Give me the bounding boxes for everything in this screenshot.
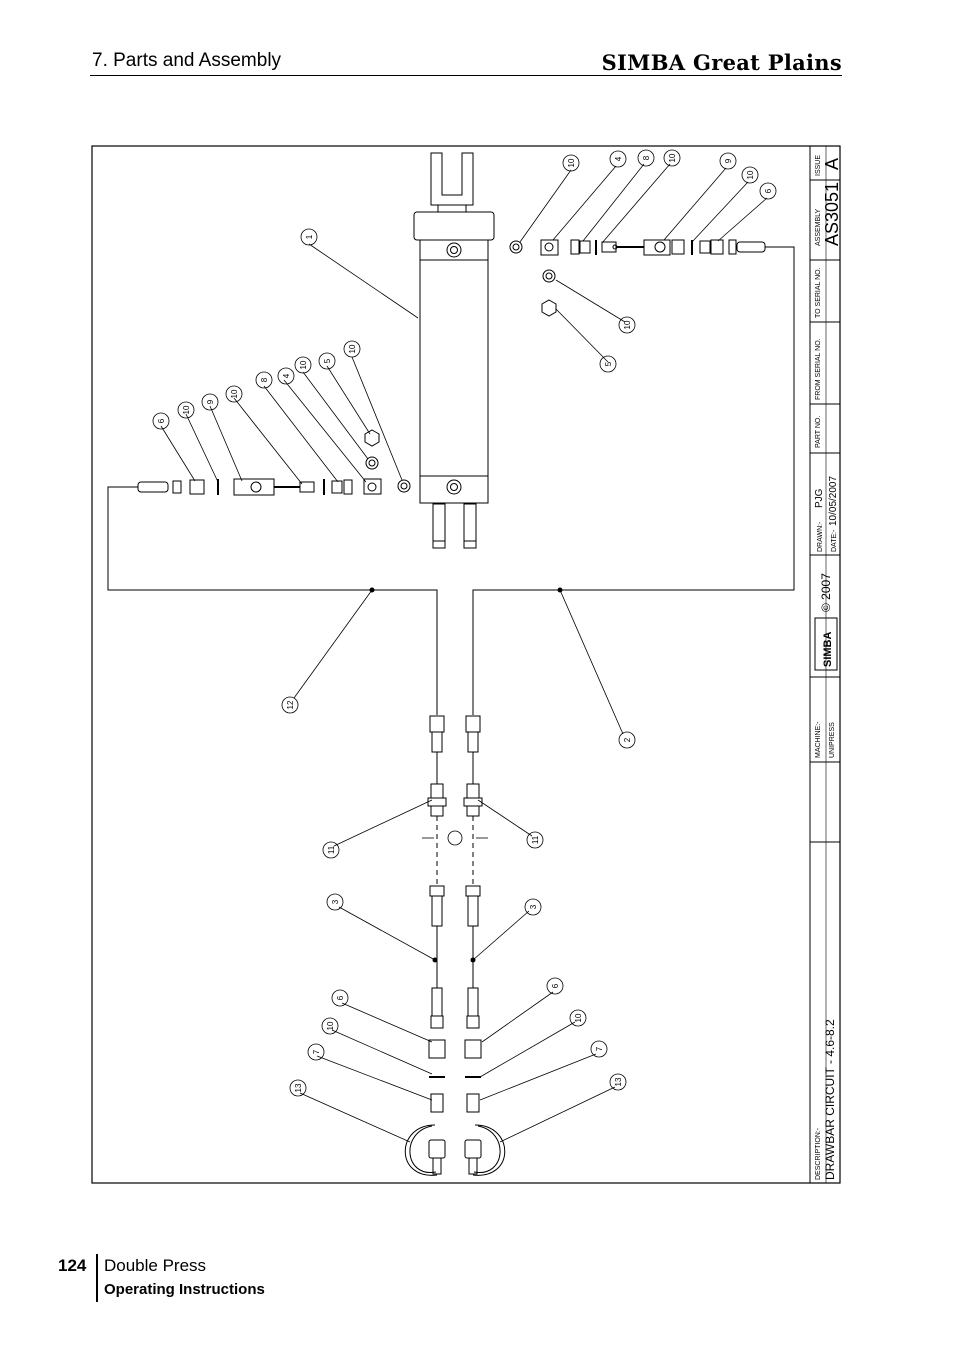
upper-right-fittings	[472, 239, 795, 715]
balloon-9: 9	[724, 158, 733, 163]
balloon-13: 13	[294, 1083, 303, 1092]
balloon-13: 13	[614, 1077, 623, 1086]
assembly-label: ASSEMBLY	[815, 208, 822, 246]
description-value: DRAWBAR CIRCUIT - 4.6-8.2	[823, 1019, 837, 1180]
balloon-6: 6	[764, 188, 773, 193]
balloon-11: 11	[531, 835, 540, 844]
title-block	[809, 146, 840, 1183]
date-label: DATE:-	[831, 529, 838, 552]
balloon-10: 10	[348, 344, 357, 353]
balloon-8: 8	[642, 155, 651, 160]
balloon-7: 7	[595, 1046, 604, 1051]
balloon-7: 7	[312, 1049, 321, 1054]
left-hose-column	[404, 715, 447, 1176]
hydraulic-cylinder	[413, 152, 495, 549]
section-heading: 7. Parts and Assembly	[92, 50, 282, 71]
issue-value: A	[822, 158, 842, 170]
footer-divider	[96, 1254, 98, 1302]
balloon-6: 6	[551, 983, 560, 988]
balloon-5: 5	[604, 361, 613, 366]
leader-lines	[160, 163, 768, 1143]
centre-marks	[422, 830, 488, 846]
machine-label: MACHINE:-	[815, 721, 822, 758]
machine-value: UNIPRESS	[829, 722, 836, 758]
balloon-10: 10	[299, 360, 308, 369]
issue-label: ISSUE	[815, 155, 822, 176]
footer-title: Double Press	[104, 1256, 207, 1275]
from-serial-label: FROM SERIAL NO.	[815, 338, 822, 400]
brand-logo: SIMBA Great Plains	[601, 50, 842, 75]
balloon-10: 10	[623, 320, 632, 329]
svg-text:SIMBA: SIMBA	[822, 632, 834, 668]
drawing-frame	[91, 145, 841, 1184]
footer-subtitle: Operating Instructions	[104, 1281, 265, 1298]
balloon-9: 9	[206, 399, 215, 404]
drawn-value: PJG	[814, 488, 825, 508]
date-value: 10/05/2007	[828, 476, 839, 526]
drawn-label: DRAWN:-	[817, 521, 824, 552]
leader-dots	[369, 587, 563, 963]
to-serial-label: TO SERIAL NO.	[815, 267, 822, 318]
balloon-2: 2	[623, 737, 632, 742]
balloon-5: 5	[323, 358, 332, 363]
description-label: DESCRIPTION:-	[815, 1127, 822, 1180]
right-hose-column	[463, 715, 506, 1176]
balloon-4: 4	[282, 373, 291, 378]
balloon-10: 10	[182, 405, 191, 414]
simba-logo: SIMBA	[814, 617, 838, 671]
balloon-10: 10	[230, 389, 239, 398]
balloon-10: 10	[668, 153, 677, 162]
balloon-4: 4	[614, 156, 623, 161]
balloon-10: 10	[326, 1021, 335, 1030]
balloon-10: 10	[574, 1013, 583, 1022]
lower-left-fittings	[107, 429, 438, 715]
balloon-3: 3	[529, 904, 538, 909]
balloon-11: 11	[327, 845, 336, 854]
balloon-circles	[152, 149, 777, 1097]
header-rule	[90, 75, 842, 76]
balloon-10: 10	[567, 158, 576, 167]
part-no-label: PART NO.	[815, 416, 822, 448]
balloon-6: 6	[336, 995, 345, 1000]
balloon-3: 3	[331, 899, 340, 904]
balloon-12: 12	[286, 700, 295, 709]
balloon-8: 8	[260, 377, 269, 382]
balloon-6: 6	[157, 418, 166, 423]
assembly-number: AS3051	[822, 182, 842, 246]
balloon-10: 10	[746, 170, 755, 179]
page-number: 124	[58, 1256, 87, 1275]
balloon-1: 1	[305, 234, 314, 239]
copyright: © 2007	[819, 573, 833, 612]
